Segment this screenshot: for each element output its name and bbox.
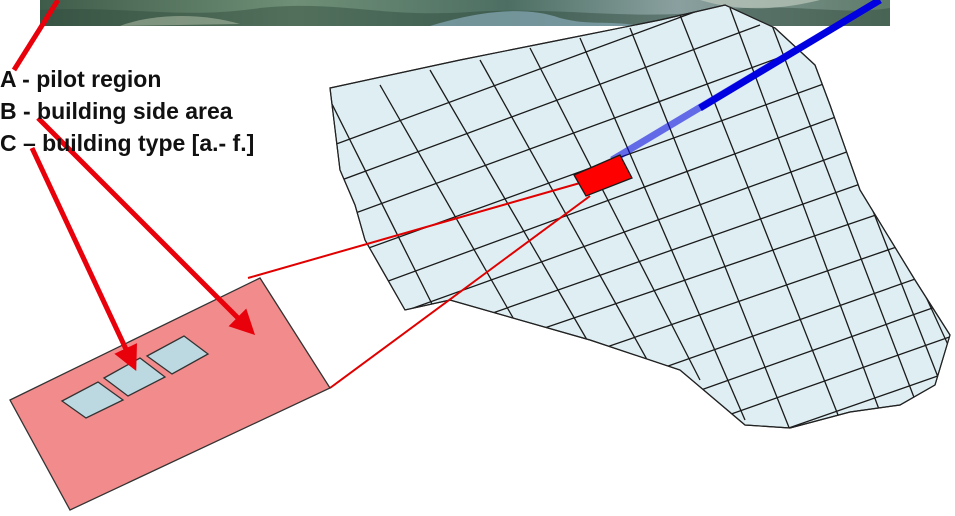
red-arrow (29, 146, 137, 372)
connector-lines (247, 182, 591, 389)
building-footprint (145, 335, 210, 375)
red-arrows (11, 0, 256, 372)
blue-pointer-line (610, 0, 882, 164)
building-footprint (60, 381, 125, 419)
legend-building-type: C – building type [a.- f.] (0, 130, 255, 156)
red-arrow (36, 116, 256, 336)
pilot-region-map (329, 4, 951, 429)
red-arrow (11, 0, 61, 72)
building-parcel (9, 277, 331, 511)
legend-pilot-region: A - pilot region (0, 66, 162, 92)
legend-building-side-area: B - building side area (0, 98, 233, 124)
street-grid (330, 7, 950, 428)
highlighted-block (573, 154, 633, 197)
